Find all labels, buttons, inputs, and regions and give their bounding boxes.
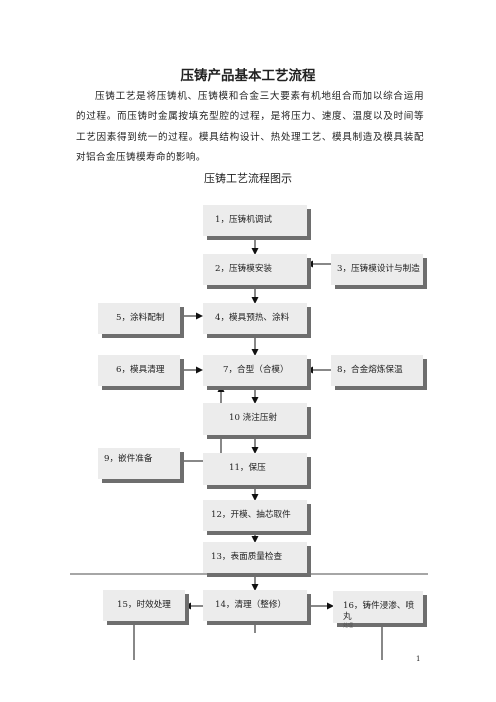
flow-node-6: 6，模具清理 [98,355,180,386]
flow-node-13: 13，表面质量检查 [203,542,307,573]
intro-paragraph: 压铸工艺是将压铸机、压铸模和合金三大要素有机地组合而加以综合运用的过程。而压铸时… [76,91,424,163]
flow-node-15: 15，时效处理 [103,590,185,621]
flow-node-7: 7，合型（合模） [203,355,307,386]
flow-node-4: 4，模具预热、涂料 [203,303,307,334]
page-number: 1 [416,655,421,663]
flow-node-16-note: 处理 [343,623,354,629]
flow-node-14: 14，清理（整修） [203,590,307,621]
diagram-title: 压铸工艺流程图示 [204,172,292,185]
flow-node-2: 2，压铸模安装 [203,254,307,285]
flow-node-11: 11，保压 [203,453,307,485]
flow-node-12: 12，开模、抽芯取件 [203,500,307,531]
flow-node-8: 8，合金熔炼保温 [331,355,423,386]
flow-node-1: 1，压铸机调试 [203,205,307,236]
flow-node-10: 10 浇注压射 [203,403,307,435]
flow-node-9: 9，嵌件准备 [98,448,180,479]
flow-node-16-label: 16，铸件浸渗、喷丸 [343,601,415,622]
flow-node-16: 16，铸件浸渗、喷丸 处理 [333,591,423,629]
flow-node-3: 3，压铸模设计与制造 [331,254,423,285]
document-title: 压铸产品基本工艺流程 [180,68,316,84]
flow-node-5: 5，涂料配制 [98,303,180,334]
